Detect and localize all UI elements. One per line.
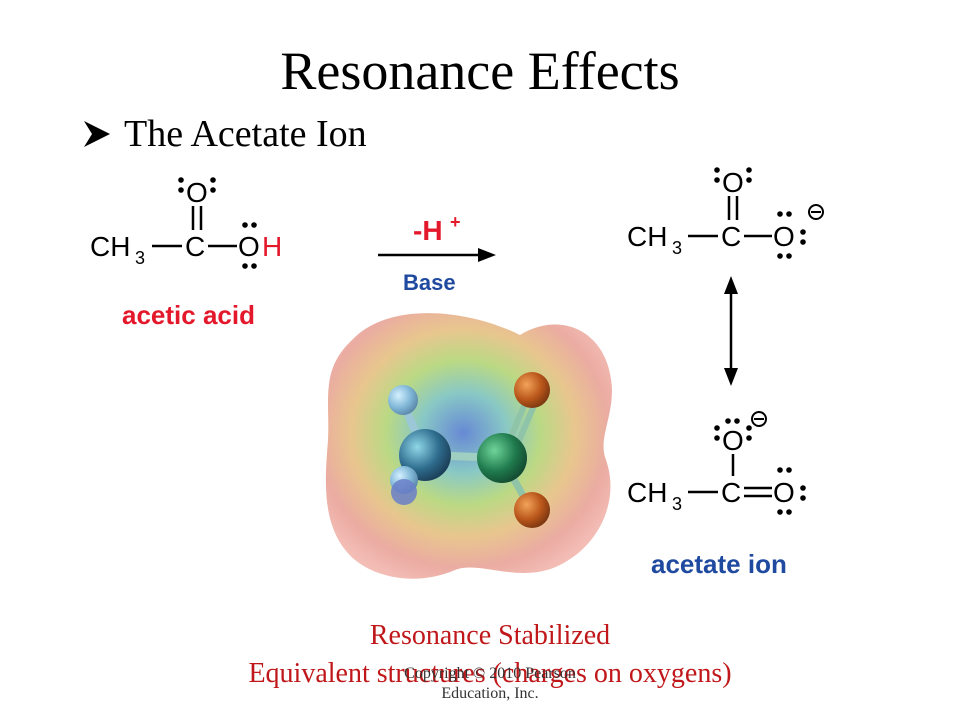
acetate-structure-1: CH 3 C O O <box>627 167 824 259</box>
acid-ch3: CH <box>90 231 130 262</box>
slide-title: Resonance Effects <box>280 41 680 101</box>
acid-oxygen-top: O <box>186 177 208 208</box>
reagent-minus-h: -H <box>413 215 443 246</box>
acetate1-oxygen-top: O <box>722 167 744 198</box>
bullet-arrow-icon <box>84 121 110 147</box>
negative-charge-icon <box>751 411 767 427</box>
copyright-notice: Copyright © 2010 Pearson Education, Inc. <box>380 664 600 704</box>
acetate2-sub3: 3 <box>672 494 682 514</box>
negative-charge-icon <box>808 204 824 220</box>
acid-hydrogen: H <box>262 231 282 262</box>
acid-oxygen-right: O <box>238 231 260 262</box>
acetate1-carbon: C <box>721 221 741 252</box>
reaction-arrow-icon <box>378 248 496 262</box>
bullet-item: The Acetate Ion <box>80 112 367 156</box>
bullet-text: The Acetate Ion <box>124 113 367 155</box>
acetic-acid-label: acetic acid <box>122 300 255 330</box>
resonance-arrow-icon <box>724 276 738 386</box>
reagent-base: Base <box>403 270 456 295</box>
acetate1-sub3: 3 <box>672 238 682 258</box>
acetic-acid-structure: CH 3 C O O H <box>90 177 282 269</box>
reaction-step: -H + Base <box>378 212 496 295</box>
acetate2-oxygen-top: O <box>722 425 744 456</box>
acetate-structure-2: CH 3 C O O <box>627 411 806 515</box>
copyright-line-2: Education, Inc. <box>441 685 539 702</box>
electrostatic-potential-map-image <box>325 313 612 579</box>
reagent-plus: + <box>450 212 461 232</box>
acid-carbon: C <box>185 231 205 262</box>
acetate-ion-label: acetate ion <box>651 549 787 579</box>
acetate1-ch3: CH <box>627 221 667 252</box>
acid-sub3: 3 <box>135 248 145 268</box>
caption-line-1: Resonance Stabilized <box>369 620 611 651</box>
caption-line-2: Equivalent structures (charges on oxygen… <box>248 658 732 689</box>
acetate2-oxygen-right: O <box>773 477 795 508</box>
copyright-line-1: Copyright © 2010 Pearson <box>404 665 576 682</box>
acetate1-oxygen-right: O <box>773 221 795 252</box>
acetate2-ch3: CH <box>627 477 667 508</box>
acetate2-carbon: C <box>721 477 741 508</box>
